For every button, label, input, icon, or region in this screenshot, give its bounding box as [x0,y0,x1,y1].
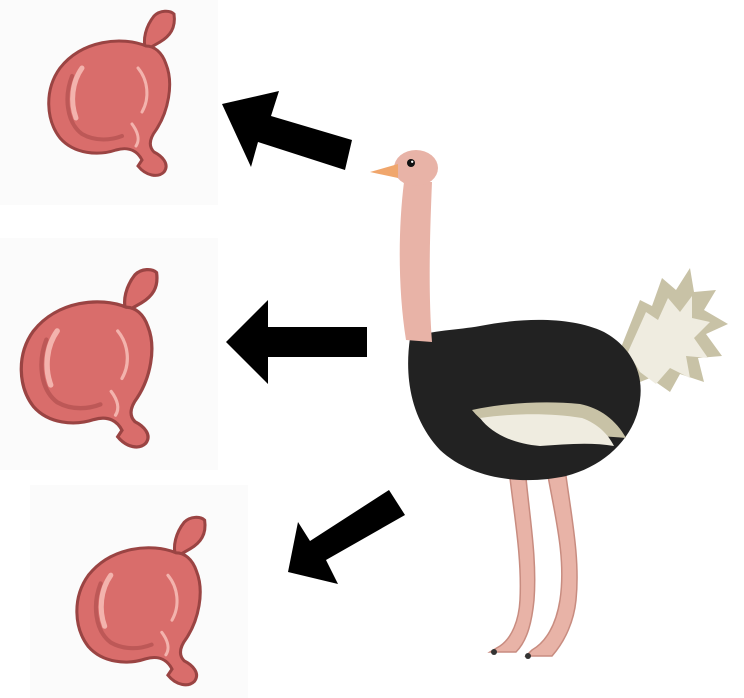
arrow-icon [226,300,367,384]
ostrich-icon [370,150,728,659]
arrow-icon [288,490,405,584]
arrow-icon [222,91,352,170]
